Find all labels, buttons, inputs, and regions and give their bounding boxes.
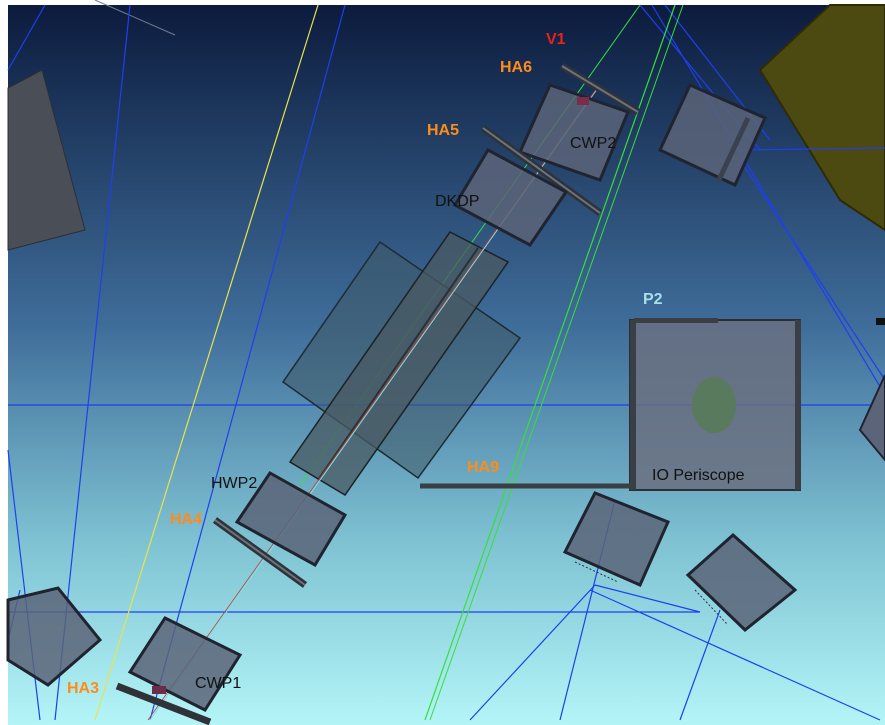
io-periscope-mirror[interactable]	[692, 377, 736, 433]
ha5-plate-highlight	[482, 127, 601, 214]
p2-plate[interactable]	[634, 318, 718, 323]
label-cwp2: CWP2	[570, 135, 616, 152]
tube-centerline	[317, 247, 479, 481]
label-io-periscope: IO Periscope	[652, 467, 745, 484]
olive-housing-block	[758, 4, 885, 232]
faint-line	[94, 0, 176, 36]
label-ha6: HA6	[500, 59, 532, 76]
cwp1-marker	[152, 686, 166, 694]
right-edge-marker	[876, 318, 885, 325]
yellow-beam	[94, 4, 319, 721]
ha6-plate-highlight	[561, 65, 639, 113]
lower-right-cube[interactable]	[685, 532, 798, 632]
green-beam-1	[424, 4, 676, 721]
right-upper-cube[interactable]	[658, 83, 767, 188]
top-border	[0, 0, 885, 5]
io-periscope-left-wall	[630, 320, 636, 490]
label-hwp2: HWP2	[211, 475, 257, 492]
io-periscope-right-wall	[795, 320, 801, 490]
label-ha9: HA9	[467, 459, 499, 476]
lower-right-cube-shadow	[694, 589, 729, 626]
dkdp-crystal[interactable]	[452, 148, 569, 247]
right-upper-cube-edge	[715, 116, 751, 184]
lower-middle-cube[interactable]	[562, 491, 671, 587]
left-lower-cube[interactable]	[6, 586, 103, 687]
label-cwp1: CWP1	[195, 675, 241, 692]
label-p2: P2	[643, 291, 663, 308]
label-dkdp: DKDP	[435, 193, 479, 210]
ha3-plate[interactable]	[115, 682, 212, 725]
left-border	[0, 0, 8, 725]
cwp2-marker	[577, 97, 589, 105]
right-edge-cube	[858, 374, 885, 462]
hwp2-crystal[interactable]	[234, 471, 348, 568]
green-beam-2	[429, 4, 684, 721]
label-ha4: HA4	[170, 511, 202, 528]
label-ha3: HA3	[67, 680, 99, 697]
cwp1-crystal[interactable]	[127, 616, 243, 712]
left-gray-panel	[7, 69, 86, 251]
cwp2-crystal[interactable]	[517, 83, 630, 182]
label-ha5: HA5	[427, 122, 459, 139]
v1-marker	[587, 41, 605, 51]
label-v1: V1	[546, 31, 566, 48]
ha4-plate-highlight	[214, 519, 306, 586]
